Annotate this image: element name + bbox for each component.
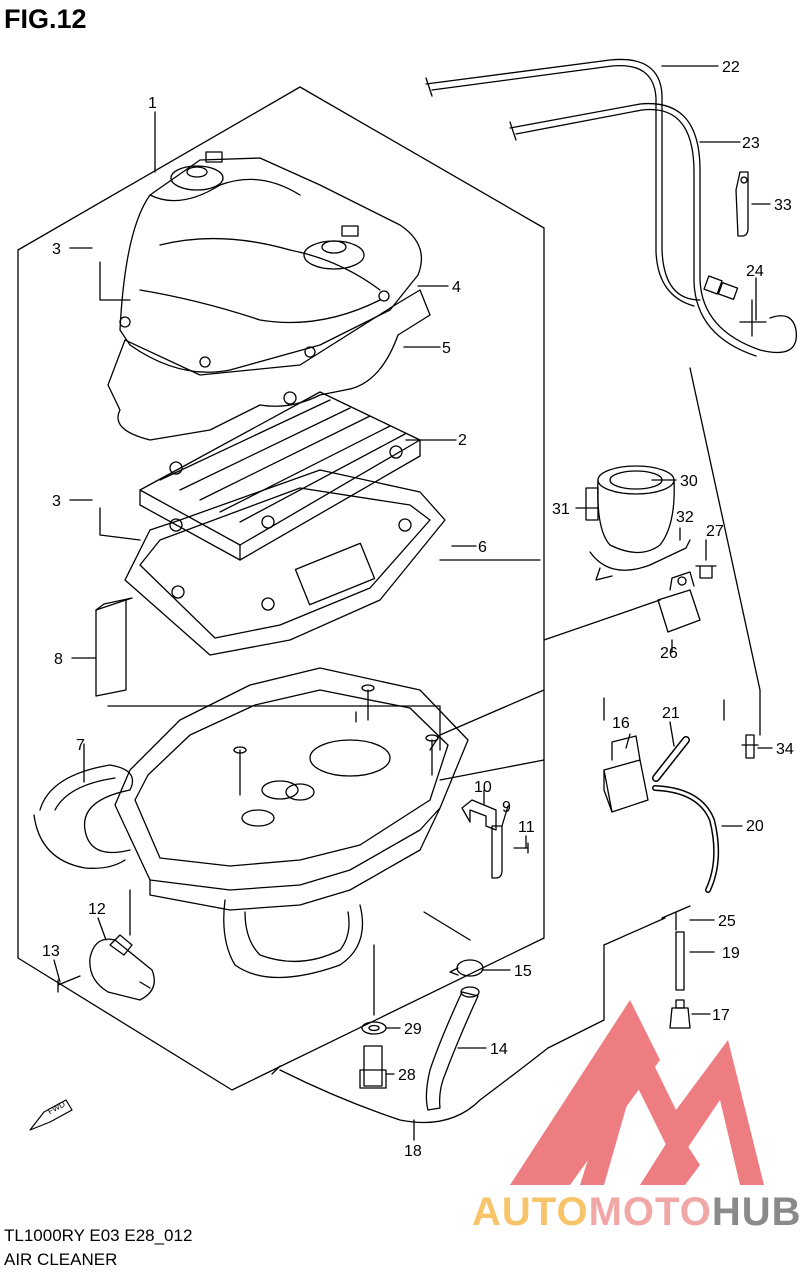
hose-20 [652, 785, 720, 893]
air-cleaner-case [114, 667, 469, 891]
callout-7: 7 [76, 737, 85, 754]
drain-line [279, 1047, 549, 1124]
watermark-text: AUTOMOTOHUB [472, 1190, 800, 1235]
filter-tray [124, 469, 446, 656]
lid-gasket [107, 289, 431, 441]
hose-23-inner [515, 108, 757, 357]
callout-31: 31 [552, 501, 570, 518]
watermark-moto: MOTO [588, 1190, 712, 1234]
hose-23 [509, 102, 797, 354]
callout-20: 20 [746, 818, 764, 835]
callout-19: 19 [722, 945, 740, 962]
callout-11: 11 [518, 819, 535, 836]
section-name: AIR CLEANER [4, 1250, 118, 1269]
callout-22: 22 [722, 59, 740, 76]
callout-10: 10 [474, 779, 492, 796]
joint-25 [661, 905, 691, 931]
callout-12: 12 [88, 901, 106, 918]
bolt-27 [695, 565, 717, 579]
callout-3-upper: 3 [52, 241, 61, 258]
hose-clip [703, 275, 723, 295]
model-code: TL1000RY E03 E28_012 [4, 1226, 193, 1245]
seal-7 [39, 764, 134, 854]
callout-15: 15 [514, 963, 532, 980]
callout-1: 1 [148, 95, 157, 112]
lid-port-rear [303, 240, 365, 270]
watermark-hub: HUB [711, 1190, 800, 1234]
callout-26: 26 [660, 645, 678, 662]
hose-joint-24 [739, 299, 767, 337]
fwd-arrow [29, 1099, 73, 1131]
callout-33: 33 [774, 197, 792, 214]
callout-5: 5 [442, 340, 451, 357]
callout-34: 34 [776, 741, 794, 758]
pipe-19 [675, 931, 685, 991]
callout-2: 2 [458, 432, 467, 449]
bracket-26 [657, 589, 701, 633]
assembly-frame [17, 86, 545, 1091]
callout-30: 30 [680, 473, 698, 490]
callout-24: 24 [746, 263, 764, 280]
callout-32: 32 [676, 509, 694, 526]
figure-title: FIG.12 [4, 4, 87, 34]
callout-9: 9 [502, 799, 511, 816]
fwd-label: FWD [46, 1100, 67, 1117]
watermark-logo [510, 1000, 764, 1185]
bracket-33 [735, 171, 749, 237]
callout-6: 6 [478, 539, 487, 556]
callout-23: 23 [742, 135, 760, 152]
lid-port-front [170, 165, 224, 191]
hose-22 [425, 58, 701, 301]
callout-28: 28 [398, 1067, 416, 1084]
hose-22-inner [431, 64, 695, 307]
callout-3-lower: 3 [52, 493, 61, 510]
watermark-auto: AUTO [472, 1190, 589, 1234]
callout-29: 29 [404, 1021, 422, 1038]
clamp-32 [589, 539, 691, 571]
callout-18: 18 [404, 1143, 422, 1160]
drain-hose-14 [425, 991, 479, 1111]
callout-25: 25 [718, 913, 736, 930]
drain-plug-28 [363, 1045, 383, 1087]
valve-17 [669, 1007, 691, 1029]
bolt-13 [57, 975, 81, 993]
solenoid-16 [603, 759, 649, 813]
callout-21: 21 [662, 705, 680, 722]
clip-34 [741, 734, 759, 759]
bracket-10 [461, 799, 497, 831]
callout-27: 27 [706, 523, 724, 540]
callout-13: 13 [42, 943, 60, 960]
bracket-9 [491, 825, 503, 879]
callout-4: 4 [452, 279, 461, 296]
case-snorkel [223, 899, 364, 979]
screw-31 [585, 487, 599, 521]
callout-14: 14 [490, 1041, 508, 1058]
sensor-12 [89, 938, 155, 1001]
callout-17: 17 [712, 1007, 730, 1024]
washer-29 [361, 1021, 387, 1035]
callout-8: 8 [54, 651, 63, 668]
rubber-block-8 [95, 599, 127, 697]
air-cleaner-lid [119, 157, 423, 373]
callout-16: 16 [612, 715, 630, 732]
